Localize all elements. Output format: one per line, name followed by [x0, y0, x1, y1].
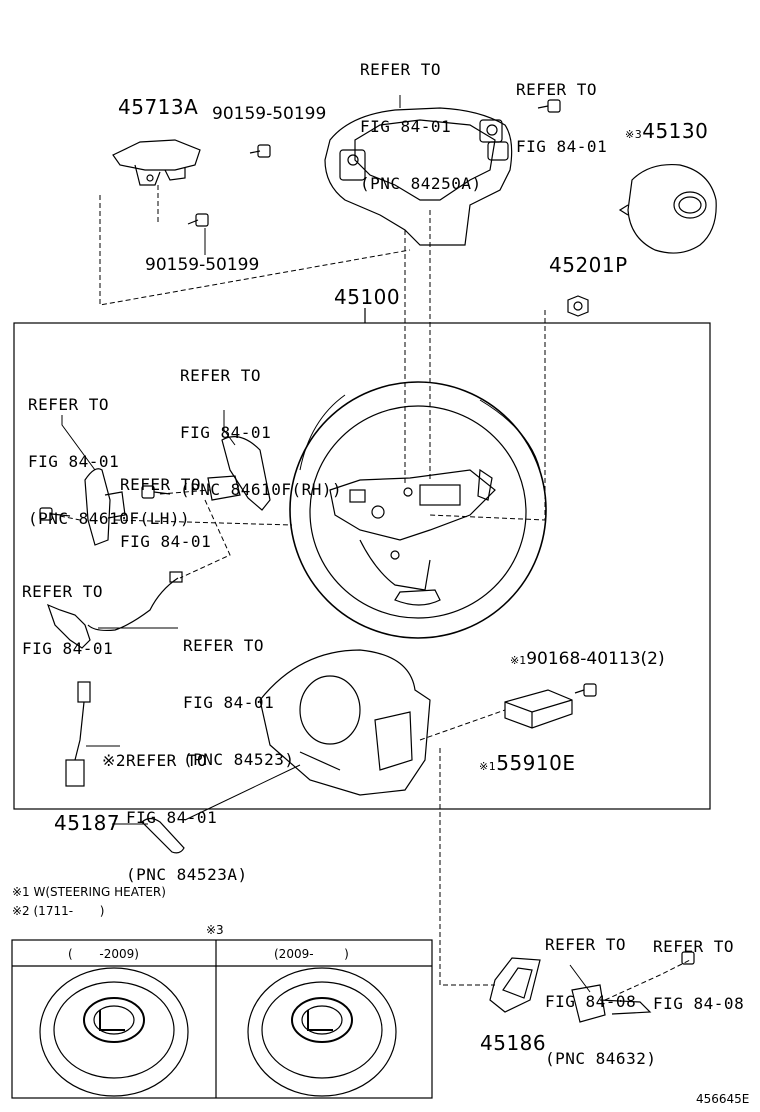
- note-mark: ※1: [510, 654, 527, 667]
- variant-header-early: ( -2009): [68, 947, 139, 961]
- note-2: ※2 (1711- ): [12, 904, 105, 918]
- callout-line: FIG 84-08: [653, 994, 745, 1013]
- note-mark: ※3: [625, 128, 643, 141]
- callout-line: REFER TO: [545, 935, 627, 954]
- callout-line: REFER TO: [360, 60, 442, 79]
- switch-bezel-84250a: [324, 107, 513, 246]
- plug-45187: [141, 817, 185, 854]
- callout-line-text: REFER TO: [126, 751, 208, 770]
- note-mark: ※1: [479, 760, 497, 773]
- callout-line: FIG 84-01: [180, 423, 272, 442]
- assembly-frame: [13, 322, 711, 810]
- heater-ecu-55910e: [504, 683, 597, 729]
- callout-line: FIG 84-01: [28, 452, 120, 471]
- callout-line: REFER TO: [183, 636, 265, 655]
- callout-line: REFER TO: [516, 80, 598, 99]
- part-number-45201p: 45201P: [549, 253, 628, 277]
- bolt-90159-top: [249, 144, 271, 158]
- callout-paddle-lh: REFER TO FIG 84-01 (PNC 84610F(LH)): [28, 357, 190, 547]
- part-number-45186: 45186: [480, 1031, 547, 1055]
- callout-switch-84632: REFER TO FIG 84-08 (PNC 84632): [545, 897, 656, 1087]
- callout-line: REFER TO: [120, 475, 202, 494]
- callout-line: FIG 84-01: [126, 808, 218, 827]
- callout-line: FIG 84-01: [183, 693, 275, 712]
- bracket-45186: [489, 957, 541, 1013]
- bolt-top-right: [537, 99, 561, 113]
- part-number-55910e: ※155910E: [479, 752, 575, 778]
- callout-line: FIG 84-01: [360, 117, 452, 136]
- part-number-45187: 45187: [54, 811, 121, 835]
- wire-harness: [46, 571, 183, 649]
- callout-harness-a: ※2REFER TO FIG 84-01 (PNC 84523A): [102, 713, 248, 903]
- note-mark: ※2: [102, 751, 127, 770]
- variant-airbag-early: [39, 967, 189, 1097]
- part-number-45130: ※345130: [625, 120, 708, 146]
- callout-left-low: REFER TO FIG 84-01: [22, 544, 113, 677]
- switch-84632: [571, 951, 695, 1023]
- callout-line: (PNC 84610F(LH)): [28, 509, 191, 528]
- callout-harness: REFER TO FIG 84-01 (PNC 84523): [183, 598, 294, 788]
- steering-wheel: [289, 381, 547, 639]
- airbag-45130: [618, 163, 717, 254]
- callout-mid-small: REFER TO FIG 84-01: [120, 437, 211, 570]
- callout-line: (PNC 84632): [545, 1049, 657, 1068]
- part-number-45100: 45100: [334, 285, 401, 309]
- cover-45713a: [112, 139, 201, 186]
- callout-top-right: REFER TO FIG 84-01: [516, 42, 607, 175]
- part-number-90159-low: 90159-50199: [145, 255, 260, 275]
- part-number-45713a: 45713A: [118, 95, 199, 119]
- callout-line: (PNC 84250A): [360, 174, 482, 193]
- solid-leaders: [61, 95, 591, 993]
- part-number-90168: ※190168-40113(2): [510, 649, 665, 671]
- callout-line: ※2REFER TO: [102, 751, 248, 770]
- paddle-lh: [39, 468, 126, 546]
- callout-line: (PNC 84610F(RH)): [180, 480, 343, 499]
- callout-line: FIG 84-01: [120, 532, 212, 551]
- callout-top-center: REFER TO FIG 84-01 (PNC 84250A): [360, 22, 482, 212]
- nut-45201p: [567, 295, 589, 317]
- variant-airbag-late: [247, 967, 397, 1097]
- callout-line: REFER TO: [180, 366, 262, 385]
- part-number-text: 55910E: [496, 751, 576, 775]
- wire-harness-a: [65, 681, 91, 787]
- callout-line: REFER TO: [653, 937, 735, 956]
- callout-bottom-right: REFER TO FIG 84-08: [653, 899, 744, 1032]
- callout-line: (PNC 84523): [183, 750, 295, 769]
- part-number-90159-top: 90159-50199: [212, 104, 327, 124]
- part-number-text: 90168-40113(2): [526, 649, 665, 669]
- callout-paddle-rh: REFER TO FIG 84-01 (PNC 84610F(RH)): [180, 328, 342, 518]
- part-number-text: 45130: [642, 119, 709, 143]
- callout-line: FIG 84-01: [22, 639, 114, 658]
- callout-line: FIG 84-01: [516, 137, 608, 156]
- leader-lines: [59, 185, 691, 1001]
- figure-id: 456645E: [696, 1092, 750, 1106]
- callout-line: FIG 84-08: [545, 992, 637, 1011]
- variant-table: [11, 939, 433, 1099]
- note-1: ※1 W(STEERING HEATER): [12, 885, 166, 899]
- lower-cover: [259, 649, 431, 796]
- callout-line: REFER TO: [28, 395, 110, 414]
- bolt-90159-low: [187, 213, 209, 227]
- callout-line: REFER TO: [22, 582, 104, 601]
- callout-line: (PNC 84523A): [126, 865, 248, 884]
- note-3: ※3: [206, 923, 224, 937]
- variant-header-late: (2009- ): [274, 947, 349, 961]
